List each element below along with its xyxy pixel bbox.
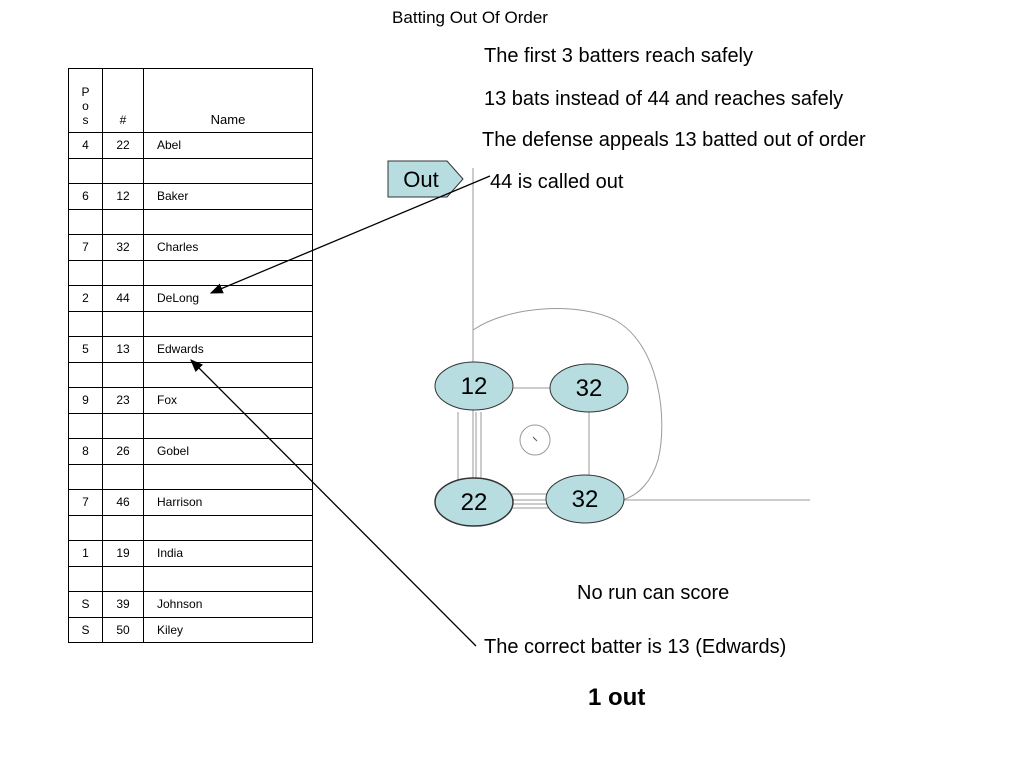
lineup-number-cell: 32 — [102, 234, 144, 261]
lineup-name-cell: Kiley — [143, 616, 313, 643]
header-number: # — [102, 68, 144, 133]
note-no-run: No run can score — [577, 582, 730, 604]
runner-32-bottom: 32 — [545, 474, 625, 524]
lineup-number-cell — [102, 463, 144, 490]
lineup-pos-cell — [68, 259, 103, 286]
lineup-row — [68, 514, 313, 541]
note-called-out: 44 is called out — [490, 171, 624, 193]
note-correct-batter: The correct batter is 13 (Edwards) — [484, 636, 787, 658]
lineup-name-cell: Baker — [143, 183, 313, 210]
lineup-name-cell: Harrison — [143, 489, 313, 516]
lineup-pos-cell: 2 — [68, 285, 103, 312]
lineup-name-cell — [143, 565, 313, 592]
runner-32-top: 32 — [549, 363, 629, 413]
lineup-row — [68, 412, 313, 439]
note-bats-instead: 13 bats instead of 44 and reaches safely — [484, 88, 844, 110]
lineup-row — [68, 361, 313, 388]
lineup-name-cell — [143, 157, 313, 184]
note-outs: 1 out — [588, 684, 646, 711]
lineup-number-cell: 50 — [102, 616, 144, 643]
lineup-pos-cell: 8 — [68, 438, 103, 465]
lineup-name-cell: Abel — [143, 132, 313, 159]
lineup-pos-cell: 9 — [68, 387, 103, 414]
lineup-name-cell: DeLong — [143, 285, 313, 312]
page-title: Batting Out Of Order — [392, 8, 548, 27]
runner-22: 22 — [434, 477, 514, 527]
header-name: Name — [143, 68, 313, 133]
lineup-pos-cell — [68, 157, 103, 184]
lineup-number-cell: 23 — [102, 387, 144, 414]
lineup-name-cell: Gobel — [143, 438, 313, 465]
pitchers-mound — [519, 424, 551, 456]
lineup-number-cell: 26 — [102, 438, 144, 465]
runner-32-bottom-label: 32 — [572, 486, 599, 513]
arrow-to-delong — [209, 175, 491, 294]
runner-12: 12 — [434, 361, 514, 411]
lineup-name-cell — [143, 208, 313, 235]
note-first-three: The first 3 batters reach safely — [484, 45, 754, 67]
lineup-number-cell — [102, 259, 144, 286]
runner-22-label: 22 — [461, 489, 488, 516]
lineup-row — [68, 157, 313, 184]
lineup-pos-cell: 5 — [68, 336, 103, 363]
lineup-row — [68, 565, 313, 592]
out-callout: Out — [387, 160, 464, 198]
lineup-name-cell: India — [143, 540, 313, 567]
lineup-name-cell — [143, 514, 313, 541]
lineup-pos-cell: S — [68, 591, 103, 618]
runner-32-top-label: 32 — [576, 375, 603, 402]
note-appeal: The defense appeals 13 batted out of ord… — [482, 129, 866, 151]
lineup-row — [68, 208, 313, 235]
lineup-name-cell: Charles — [143, 234, 313, 261]
lineup-number-cell: 46 — [102, 489, 144, 516]
pitchers-rubber — [532, 436, 538, 442]
outfield-arc — [472, 308, 663, 501]
lineup-pos-cell — [68, 514, 103, 541]
lineup-number-cell: 12 — [102, 183, 144, 210]
out-callout-label: Out — [403, 167, 438, 192]
arrow-to-edwards — [190, 359, 477, 647]
runner-12-label: 12 — [461, 373, 488, 400]
